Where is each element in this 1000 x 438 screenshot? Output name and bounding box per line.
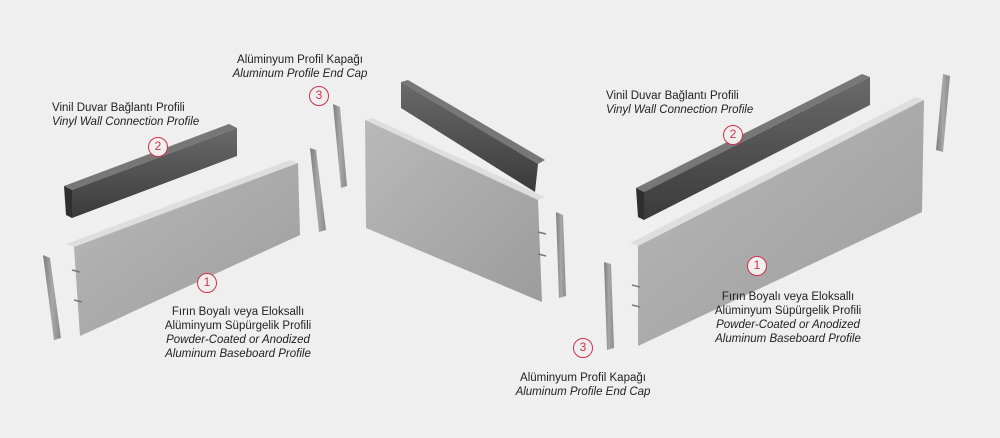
middle-endcap-label-tr: Alüminyum Profil Kapağı (237, 54, 363, 66)
left-baseboard-clip-2 (73, 299, 83, 303)
right-endcap-badge: 3 (573, 338, 593, 358)
middle-baseboard-panel (365, 120, 542, 302)
right-endcap-label-tr: Alüminyum Profil Kapağı (520, 372, 646, 384)
left-baseboard-label-tr1: Fırın Boyalı veya Eloksallı (171, 306, 305, 318)
middle-vinyl-profile (401, 82, 538, 192)
right-baseboard-label: Fırın Boyalı veya Eloksallı Alüminyum Sü… (708, 290, 868, 346)
left-baseboard-label-tr2: Alüminyum Süpürgelik Profili (164, 320, 312, 332)
right-vinyl-label-tr: Vinil Duvar Bağlantı Profili (606, 90, 739, 102)
left-baseboard-label-en2: Aluminum Baseboard Profile (165, 348, 311, 360)
left-vinyl-profile-face (72, 128, 237, 218)
right-baseboard-label-en1: Powder-Coated or Anodized (716, 319, 860, 331)
right-vinyl-label: Vinil Duvar Bağlantı Profili Vinyl Wall … (606, 89, 753, 117)
left-baseboard-panel (74, 163, 300, 336)
right-end-cap-left (604, 262, 614, 350)
middle-end-cap-left (333, 104, 347, 188)
middle-baseboard-clip-1 (537, 231, 547, 235)
right-baseboard-panel (638, 100, 924, 346)
left-vinyl-profile (64, 186, 72, 218)
right-vinyl-profile (636, 188, 644, 220)
left-vinyl-badge: 2 (148, 137, 168, 157)
left-end-cap-outer (43, 255, 61, 340)
left-vinyl-label: Vinil Duvar Bağlantı Profili Vinyl Wall … (52, 101, 199, 129)
left-vinyl-label-tr: Vinil Duvar Bağlantı Profili (52, 102, 185, 114)
left-baseboard-label-en1: Powder-Coated or Anodized (166, 334, 310, 346)
right-assembly (604, 74, 950, 350)
right-baseboard-label-tr1: Fırın Boyalı veya Eloksallı (721, 291, 855, 303)
middle-end-cap-right (556, 212, 566, 298)
right-baseboard-clip-2 (631, 304, 641, 308)
left-vinyl-profile-top (64, 124, 237, 190)
right-vinyl-badge: 2 (723, 125, 743, 145)
left-baseboard-clip-1 (71, 269, 81, 273)
right-endcap-label-en: Aluminum Profile End Cap (515, 386, 651, 398)
right-endcap-label: Alüminyum Profil Kapağı Aluminum Profile… (503, 371, 663, 399)
left-end-cap-inner (310, 148, 326, 232)
right-baseboard-label-en2: Aluminum Baseboard Profile (715, 333, 861, 345)
right-baseboard-clip-1 (631, 284, 641, 288)
right-baseboard-badge: 1 (747, 256, 767, 276)
right-baseboard-label-tr2: Alüminyum Süpürgelik Profili (714, 305, 862, 317)
middle-vinyl-profile-top (401, 80, 545, 164)
left-assembly (43, 124, 326, 340)
right-end-cap-right (936, 74, 950, 152)
left-baseboard-badge: 1 (197, 273, 217, 293)
right-baseboard-top-edge (630, 97, 924, 246)
right-vinyl-label-en: Vinyl Wall Connection Profile (606, 104, 754, 116)
right-vinyl-profile-face (644, 77, 870, 220)
left-baseboard-label: Fırın Boyalı veya Eloksallı Alüminyum Sü… (158, 305, 318, 361)
middle-baseboard-clip-2 (537, 253, 547, 257)
middle-endcap-badge: 3 (309, 86, 329, 106)
middle-endcap-label: Alüminyum Profil Kapağı Aluminum Profile… (220, 53, 380, 81)
middle-endcap-label-en: Aluminum Profile End Cap (232, 68, 368, 80)
left-vinyl-label-en: Vinyl Wall Connection Profile (52, 116, 200, 128)
right-vinyl-profile-top (636, 74, 870, 192)
middle-assembly (333, 80, 566, 302)
middle-baseboard-top-edge (365, 118, 545, 200)
left-baseboard-top-edge (66, 160, 298, 247)
